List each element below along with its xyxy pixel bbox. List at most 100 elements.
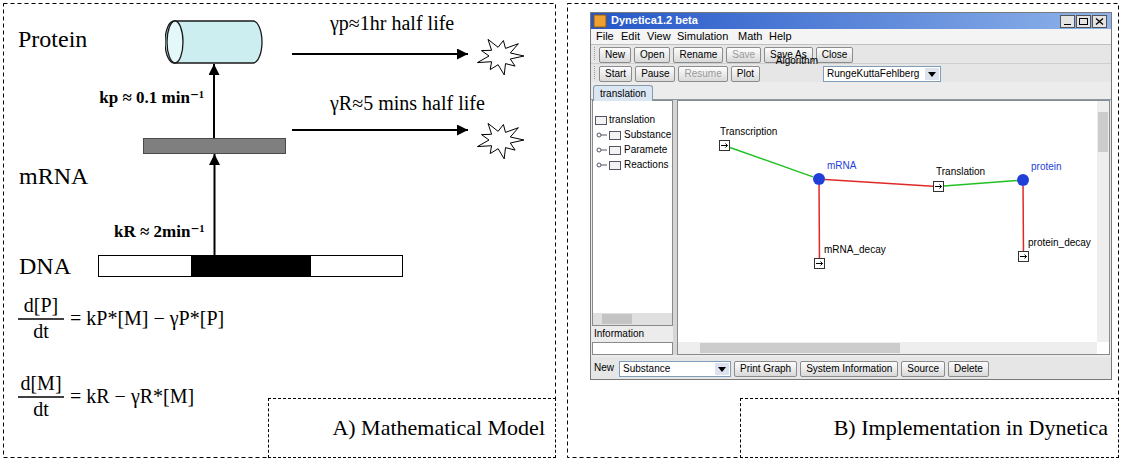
panel-caption: A) Mathematical Model [332,415,545,441]
tab-baseline [591,99,1111,100]
toolbar-button: Start [599,66,632,82]
reaction-node: Translation [933,181,944,192]
process-arrow [214,154,216,255]
panel-frame [4,4,556,458]
tree-item: Reactions [624,159,668,171]
toolbar-button: Pause [635,66,675,82]
substance-name: protein [1031,161,1062,173]
toolbar-button: Open [634,47,670,63]
decay-rate: γp≈1hr half life [330,12,454,35]
decay-arrow [292,53,468,55]
window-button [1061,16,1075,28]
reaction-icon [815,259,824,268]
toolbar-button: New [599,47,631,63]
mrna-bar: mRNA [143,138,286,154]
button-label: Start [605,68,626,79]
toolbar-grip [594,47,595,61]
molecule-name: mRNA [19,162,88,191]
graph-link [730,147,813,176]
tree-toggle [601,135,607,136]
button-label: Source [907,363,939,374]
window-button [1077,16,1091,28]
close-icon [1096,19,1103,25]
button-label: Save [732,49,755,60]
equation-body: = kP*[M] − γP*[P] [70,307,224,330]
button-label: Resume [684,68,721,79]
panel-caption-box: A) Mathematical Model [268,398,556,458]
molecule-name: DNA [19,252,71,281]
scrollbar [1097,101,1109,342]
bottom-bar [591,357,1111,379]
equation-body: = kR − γR*[M] [70,385,194,408]
equation-denominator: dt [33,398,49,421]
panel-frame [568,4,1119,458]
action-button: Source [901,361,945,377]
button-label: Print Graph [740,363,791,374]
graph-canvas [678,101,1110,355]
reaction-name: Translation [936,166,985,178]
fraction-bar [18,318,64,319]
molecule-name: Protein [18,25,87,54]
tree-toggle [597,163,601,167]
window-button [1093,16,1107,28]
equation-denominator: dt [33,320,49,343]
reaction-node: Transcription [719,140,730,151]
gene-segment [191,256,311,276]
tree-panel [593,101,673,326]
toolbar-button: Save [726,47,761,63]
dropdown-arrow [925,68,939,80]
scroll-thumb [602,314,632,324]
decay-starburst [477,123,524,158]
fraction-bar [18,396,64,397]
toolbar-button: Rename [673,47,723,63]
menu-item: Edit [621,30,640,43]
window-title: Dynetica1.2 beta [611,14,698,27]
button-label: New [605,49,625,60]
panel-label: Information [594,328,644,340]
reaction-icon [1019,252,1028,261]
dropdown-value: Substance [623,363,670,374]
splitter [673,100,677,355]
scroll-thumb [700,343,900,353]
toolbar-grip [594,66,595,80]
reaction-node: mRNA_decay [814,258,825,269]
reaction-name: protein_decay [1028,237,1091,249]
process-arrow [213,64,215,138]
button-label: Rename [679,49,717,60]
graph-link [944,180,1017,186]
dropdown-value: RungeKuttaFehlberg [827,68,919,79]
substance-name: mRNA [827,160,856,172]
tree-toggle [601,165,607,166]
equation-numerator: d[M] [20,372,61,395]
model-tab: translation [593,85,653,101]
tree-toggle [597,133,601,137]
menu-item: Help [769,30,792,43]
menu-bar [591,29,1111,44]
decay-arrow [292,129,468,131]
decay-starburst [477,39,524,75]
button-label: Open [640,49,664,60]
action-button: Print Graph [734,361,797,377]
button-label: Pause [641,68,669,79]
folder-icon [610,132,621,140]
rate-constant: kR ≈ 2min⁻¹ [112,222,206,242]
toolbar-button: Resume [678,66,727,82]
button-label: Close [822,49,848,60]
title-bar [591,13,1111,29]
graph-link [818,185,820,258]
reaction-name: mRNA_decay [824,244,886,256]
graph-link [825,179,933,186]
equation-numerator: d[P] [24,294,58,317]
substance-node: mRNA [813,173,825,185]
scrollbar [678,342,1097,354]
scrollbar [593,313,672,325]
protein-cylinder: Protein [165,20,263,64]
button-label: System Information [806,363,892,374]
button-label: Delete [954,363,983,374]
cylinder-face [167,21,183,63]
new-type-dropdown: Substance [619,361,731,377]
tree-item: Paramete [624,144,667,156]
folder-icon [610,147,621,155]
algorithm-dropdown: RungeKuttaFehlberg [823,66,941,82]
dna-bar: DNA [98,255,403,277]
